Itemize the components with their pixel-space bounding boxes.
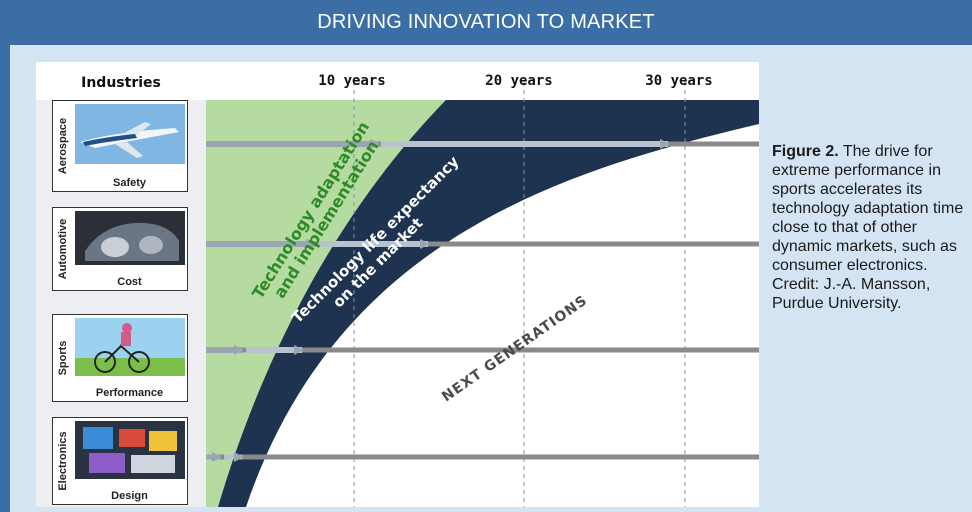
industry-automotive-driver: Cost [117, 276, 142, 288]
header-title: DRIVING INNOVATION TO MARKET [0, 0, 972, 45]
caption-bold: Figure 2. [772, 143, 839, 160]
year-label-30: 30 years [645, 73, 712, 89]
industry-electronics: Electronics Design [52, 417, 188, 505]
year-label-10: 10 years [318, 73, 385, 89]
industry-electronics-driver: Design [111, 490, 148, 502]
year-label-20: 20 years [485, 73, 552, 89]
industry-sports-name: Sports [57, 340, 69, 376]
electronics-image [75, 421, 185, 479]
industry-automotive-name: Automotive [57, 218, 69, 280]
cyclist-image [75, 318, 185, 376]
industry-sports-driver: Performance [95, 387, 164, 399]
caption-text: The drive for extreme performance in spo… [772, 143, 964, 312]
navy-band [218, 100, 759, 507]
figure-caption: Figure 2. The drive for extreme performa… [772, 142, 967, 313]
left-edge-bar [0, 45, 10, 512]
industries-heading: Industries [81, 75, 161, 91]
airplane-image [75, 104, 185, 164]
green-band [206, 100, 446, 507]
industry-aerospace: Aerospace Safety [52, 100, 188, 192]
header-row-bg [36, 62, 759, 100]
industry-aerospace-name: Aerospace [57, 117, 69, 175]
industry-aerospace-driver: Safety [112, 177, 147, 189]
industry-automotive: Automotive Cost [52, 207, 188, 291]
diagram-figure: Industries 10 years 20 years 30 years Te… [36, 62, 759, 507]
industry-electronics-name: Electronics [57, 431, 69, 491]
industry-sports: Sports Performance [52, 314, 188, 402]
car-interior-image [75, 211, 185, 265]
